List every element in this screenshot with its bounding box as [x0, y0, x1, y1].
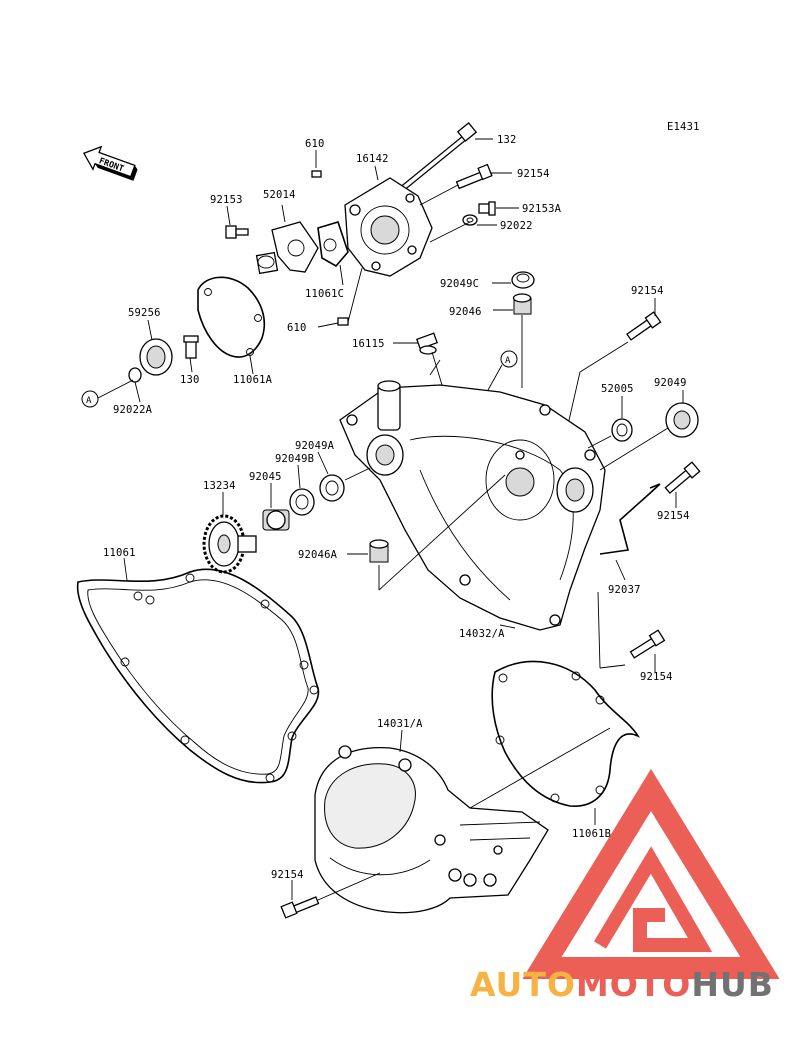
part-gasket-11061A	[197, 276, 266, 375]
part-bearing-92049B	[289, 464, 315, 516]
part-labels: 132 610 16142 92154 92153 52014 92153A 9…	[103, 134, 690, 881]
label-13234: 13234	[203, 480, 236, 492]
part-clutch-cover-14032A	[339, 359, 606, 631]
label-11061C: 11061C	[305, 288, 344, 300]
part-plug-16115	[393, 332, 443, 386]
label-52014: 52014	[263, 189, 296, 201]
part-washer-92022	[462, 214, 497, 226]
part-seal-92049	[599, 390, 699, 471]
label-11061B: 11061B	[572, 828, 611, 840]
part-bolt-92153A	[478, 201, 519, 216]
diagram-code: E1431	[667, 121, 700, 133]
part-bearing-92049A	[317, 451, 345, 502]
ref-marker-A-center: A	[487, 350, 518, 391]
part-bolt-92153	[225, 205, 249, 239]
label-92037: 92037	[608, 584, 641, 596]
label-92153: 92153	[210, 194, 243, 206]
part-bolt-92154-right-low	[597, 591, 666, 672]
label-92046A: 92046A	[298, 549, 338, 561]
part-bolt-92154-bottom	[280, 872, 381, 919]
part-pump-cover-16142	[344, 165, 433, 277]
label-92045: 92045	[249, 471, 282, 483]
part-seal-52005	[587, 396, 633, 449]
part-magneto-cover-14031A	[314, 729, 549, 914]
label-130: 130	[180, 374, 200, 386]
part-pin-610-lower	[317, 267, 363, 328]
part-bearing-gear-side	[262, 509, 290, 531]
part-gear-13234	[202, 492, 257, 574]
part-seal-92049C	[492, 271, 535, 289]
label-92049B: 92049B	[275, 453, 314, 465]
label-14031A: 14031/A	[377, 718, 423, 730]
part-gasket-11061	[76, 557, 320, 784]
part-pipe-52014	[255, 204, 319, 275]
label-92046: 92046	[449, 306, 482, 318]
part-bolt-92154-right-top	[564, 298, 662, 439]
label-92154-bottom: 92154	[271, 869, 304, 881]
label-16115: 16115	[352, 338, 385, 350]
svg-text:A: A	[505, 356, 511, 366]
part-pin-610-upper	[311, 150, 322, 178]
label-92153A: 92153A	[522, 203, 562, 215]
part-washer-92022A	[97, 367, 142, 403]
label-16142: 16142	[356, 153, 389, 165]
part-bolt-92154-right-mid	[664, 461, 701, 508]
label-59256: 59256	[128, 307, 161, 319]
label-610-lower: 610	[287, 322, 307, 334]
part-bolt-130	[183, 335, 199, 373]
svg-text:A: A	[86, 396, 92, 406]
part-bolt-132	[401, 122, 493, 191]
label-92022A: 92022A	[113, 404, 153, 416]
watermark-brand: AUTOMOTOHUB	[470, 965, 774, 1004]
label-92154-right-mid: 92154	[657, 510, 690, 522]
part-gasket-11061B	[469, 660, 641, 825]
part-bearing-92046	[493, 293, 532, 388]
ref-marker-A-left: A	[81, 390, 99, 408]
part-bolt-92154-upper	[455, 163, 512, 190]
part-impeller-59256	[139, 319, 173, 376]
label-132: 132	[497, 134, 517, 146]
label-92154-right-top: 92154	[631, 285, 664, 297]
label-11061A: 11061A	[233, 374, 273, 386]
label-92049A: 92049A	[295, 440, 335, 452]
front-arrow-icon: FRONT	[82, 145, 138, 181]
watermark-logo: AUTOMOTOHUB	[470, 768, 780, 1004]
label-92049: 92049	[654, 377, 687, 389]
watermark-triangle-icon	[522, 768, 780, 979]
label-92154-right-low: 92154	[640, 671, 673, 683]
part-gasket-11061C	[317, 221, 349, 286]
label-610-upper: 610	[305, 138, 325, 150]
label-14032A: 14032/A	[459, 628, 505, 640]
label-11061: 11061	[103, 547, 136, 559]
part-clip-92037	[599, 483, 661, 581]
label-92049C: 92049C	[440, 278, 479, 290]
part-bearing-92046A	[347, 474, 506, 591]
label-52005: 52005	[601, 383, 634, 395]
label-92154-upper: 92154	[517, 168, 550, 180]
label-92022: 92022	[500, 220, 533, 232]
